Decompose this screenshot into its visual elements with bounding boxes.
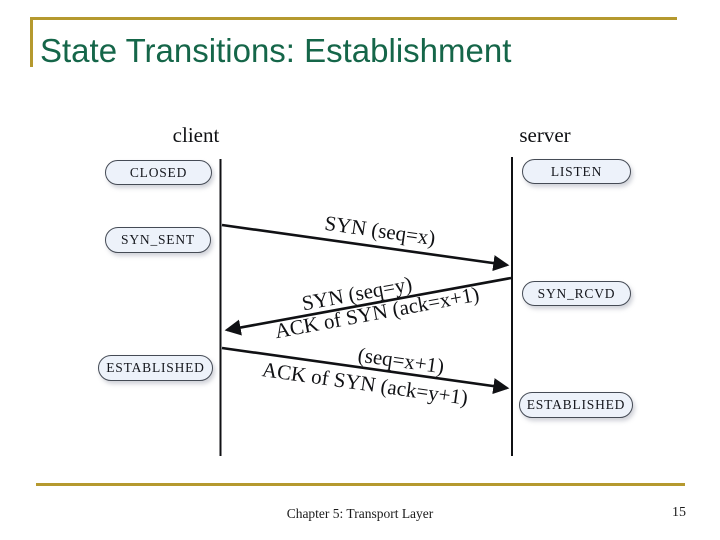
state-closed: CLOSED <box>105 160 212 185</box>
server-actor-label: server <box>519 123 571 147</box>
state-listen: LISTEN <box>522 159 631 184</box>
page-title: State Transitions: Establishment <box>40 32 512 69</box>
title-rule-left <box>30 17 33 67</box>
footer-chapter-label: Chapter 5: Transport Layer <box>286 506 434 521</box>
state-established-client: ESTABLISHED <box>98 355 213 381</box>
state-syn-rcvd: SYN_RCVD <box>522 281 631 306</box>
footer-rule <box>36 483 685 486</box>
state-syn-sent: SYN_SENT <box>105 227 211 253</box>
client-actor-label: client <box>172 123 220 147</box>
synack-arrow <box>224 276 512 336</box>
state-established-server: ESTABLISHED <box>519 392 633 418</box>
page-number: 15 <box>672 505 686 520</box>
title-rule-top <box>31 17 677 20</box>
syn-arrow <box>221 223 510 272</box>
ack-arrow <box>221 346 510 395</box>
